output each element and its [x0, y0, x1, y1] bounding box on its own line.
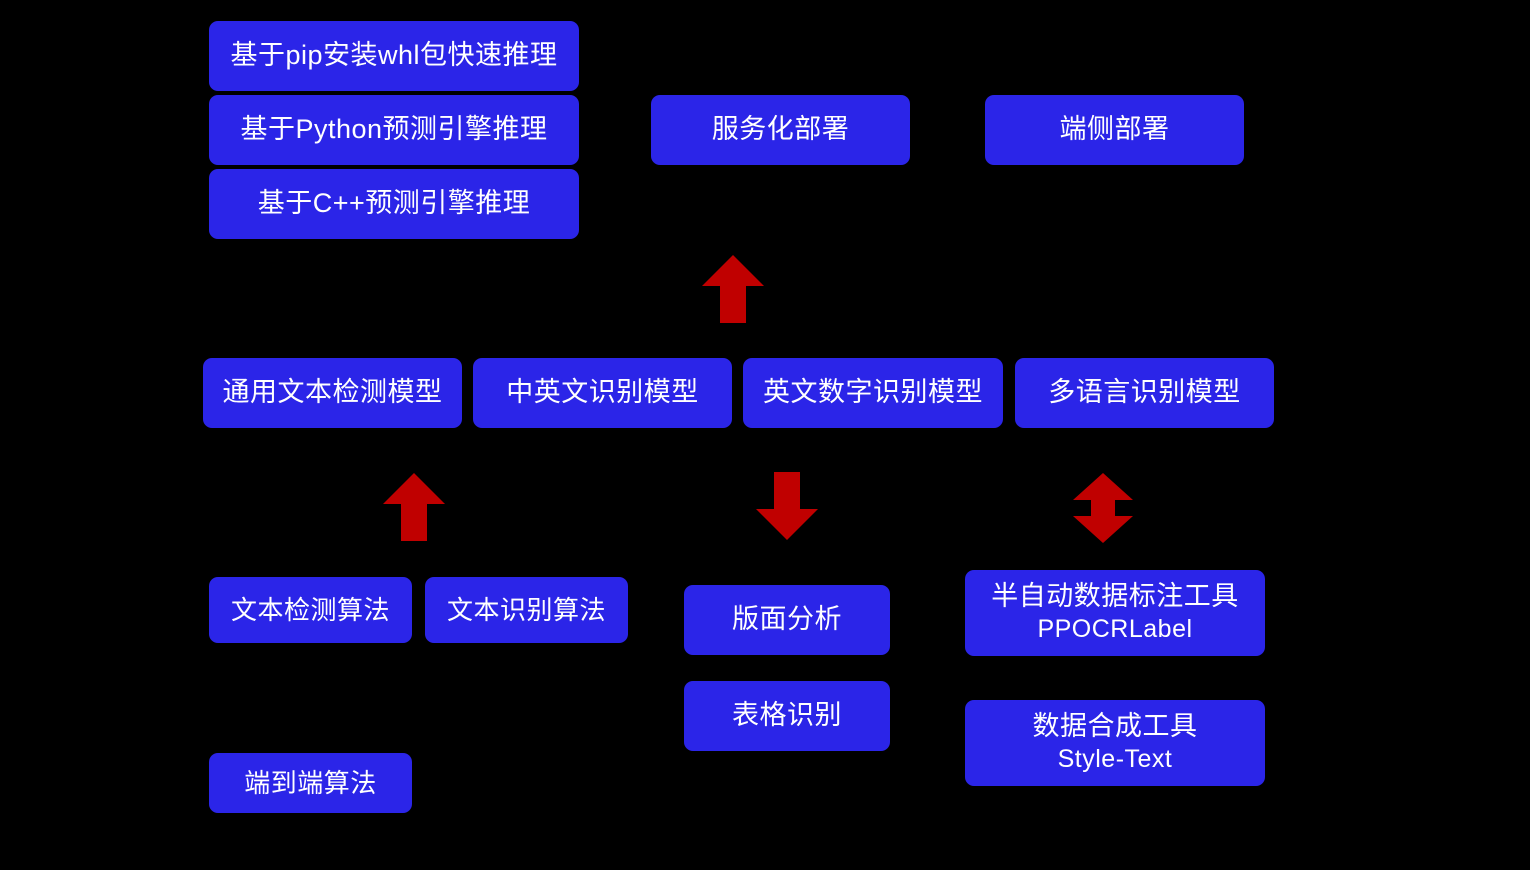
node-label: 基于Python预测引擎推理 [240, 114, 548, 145]
node-label: 文本检测算法 [230, 594, 390, 625]
node-general-text-detection-model[interactable]: 通用文本检测模型 [203, 358, 462, 428]
node-multilingual-recognition-model[interactable]: 多语言识别模型 [1015, 358, 1274, 428]
node-label: 文本识别算法 [446, 594, 606, 625]
node-text-recognition-algorithm[interactable]: 文本识别算法 [425, 577, 628, 643]
node-semi-auto-annotation-tool[interactable]: 半自动数据标注工具 PPOCRLabel [965, 570, 1265, 656]
arrow-models-to-deployment [702, 255, 764, 323]
node-data-synthesis-tool[interactable]: 数据合成工具 Style-Text [965, 700, 1265, 786]
node-label: 端侧部署 [1059, 114, 1170, 145]
node-table-recognition[interactable]: 表格识别 [684, 681, 890, 751]
node-english-numeric-recognition-model[interactable]: 英文数字识别模型 [743, 358, 1003, 428]
node-layout-analysis[interactable]: 版面分析 [684, 585, 890, 655]
node-sublabel: PPOCRLabel [1037, 615, 1193, 644]
node-label: 半自动数据标注工具 [991, 581, 1239, 612]
node-label: 表格识别 [732, 700, 842, 731]
node-label: 多语言识别模型 [1048, 377, 1241, 408]
arrow-models-tools-bidirectional [1073, 473, 1133, 543]
node-text-detection-algorithm[interactable]: 文本检测算法 [209, 577, 412, 643]
node-label: 通用文本检测模型 [222, 377, 443, 408]
arrow-models-to-analysis [756, 472, 818, 540]
node-label: 中英文识别模型 [506, 377, 699, 408]
node-chinese-english-recognition-model[interactable]: 中英文识别模型 [473, 358, 732, 428]
node-label: 基于pip安装whl包快速推理 [230, 40, 558, 71]
node-label: 端到端算法 [244, 767, 377, 798]
node-label: 版面分析 [732, 604, 842, 635]
node-cpp-engine-inference[interactable]: 基于C++预测引擎推理 [209, 169, 579, 239]
node-service-deployment[interactable]: 服务化部署 [651, 95, 910, 165]
arrow-algorithms-to-models [383, 473, 445, 541]
node-edge-deployment[interactable]: 端侧部署 [985, 95, 1244, 165]
node-end-to-end-algorithm[interactable]: 端到端算法 [209, 753, 412, 813]
node-label: 基于C++预测引擎推理 [257, 188, 531, 219]
node-python-engine-inference[interactable]: 基于Python预测引擎推理 [209, 95, 579, 165]
node-sublabel: Style-Text [1057, 745, 1173, 774]
node-pip-whl-inference[interactable]: 基于pip安装whl包快速推理 [209, 21, 579, 91]
node-label: 英文数字识别模型 [763, 377, 983, 408]
node-label: 数据合成工具 [1032, 711, 1198, 742]
node-label: 服务化部署 [711, 114, 850, 145]
